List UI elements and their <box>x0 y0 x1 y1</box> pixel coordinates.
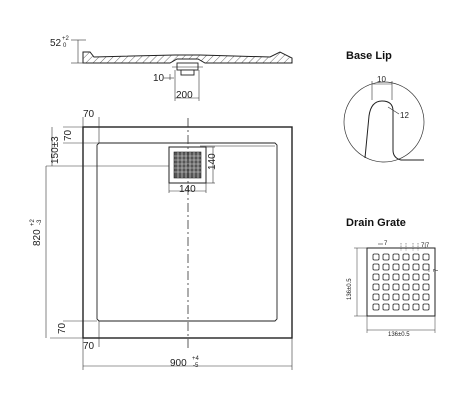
grate-slot <box>422 253 430 261</box>
grate-slot <box>402 303 410 311</box>
top-left-offset-label: 70 <box>63 129 74 141</box>
depth-tol-upper: +2 <box>30 218 36 226</box>
height-tol-upper: +2 <box>62 36 70 42</box>
grate-slot <box>412 273 420 281</box>
grate-slot <box>382 303 390 311</box>
plan-drain-grate <box>173 151 202 179</box>
base-lip-detail: Base Lip 10 12 <box>343 50 425 163</box>
slot-dim-label: 7 <box>384 241 388 247</box>
width-tol-lower: -5 <box>193 363 199 369</box>
plan-view: 70 70 150±3 140 140 820 +2 -3 70 70 900 … <box>30 109 293 370</box>
section-view: 52 +2 0 10 200 <box>50 36 293 101</box>
grate-slot <box>402 253 410 261</box>
slot-pair-label: 7|7 <box>421 243 430 249</box>
plan-grate-grid <box>174 152 201 178</box>
grate-slot <box>402 273 410 281</box>
grate-slot <box>392 253 400 261</box>
height-dim-label: 52 <box>50 38 62 49</box>
depth-tol-lower: -3 <box>37 219 43 225</box>
grate-slot <box>392 303 400 311</box>
tray-inner-basin <box>96 142 278 322</box>
depth-dim-label: 820 <box>32 229 43 246</box>
tray-outer-edge <box>82 126 293 339</box>
drain-grate-title: Drain Grate <box>346 217 406 229</box>
grate-slot <box>402 293 410 301</box>
grate-slot <box>372 303 380 311</box>
grate-slot <box>402 263 410 271</box>
width-tol-upper: +4 <box>192 356 200 362</box>
grate-slot <box>412 293 420 301</box>
grate-slot <box>412 303 420 311</box>
drain-grate-detail: Drain Grate 7 7|7 7 136±0.5 136±0.5 <box>346 217 440 338</box>
base-lip-title: Base Lip <box>346 50 392 62</box>
grate-slot <box>412 283 420 291</box>
height-tol-lower: 0 <box>63 43 67 49</box>
tray-section-profile <box>82 51 293 64</box>
grate-size-v-label: 140 <box>207 153 218 170</box>
grate-height-label: 136±0.5 <box>347 278 353 300</box>
grate-slot <box>422 263 430 271</box>
grate-slot <box>392 273 400 281</box>
top-margin-label: 70 <box>83 109 95 120</box>
outlet-width-label: 200 <box>176 90 193 101</box>
grate-slot <box>382 283 390 291</box>
drain-offset-label: 150±3 <box>50 136 61 164</box>
outlet-depth-label: 10 <box>153 73 165 84</box>
grate-slot <box>372 273 380 281</box>
grate-slot <box>412 263 420 271</box>
drain-outlet-spigot <box>180 69 195 76</box>
grate-slot <box>372 283 380 291</box>
grate-width-label: 136±0.5 <box>388 332 410 338</box>
grate-slot <box>382 293 390 301</box>
grate-slot <box>382 273 390 281</box>
grate-slot <box>422 283 430 291</box>
base-lip-profile <box>364 100 424 161</box>
bottom-margin-label: 70 <box>83 341 95 352</box>
grate-slot <box>372 253 380 261</box>
grate-slot <box>392 263 400 271</box>
grate-slot <box>372 263 380 271</box>
drain-outlet-body <box>176 62 199 71</box>
grate-slot <box>382 253 390 261</box>
grate-slot <box>392 293 400 301</box>
grate-slot <box>402 283 410 291</box>
grate-size-h-label: 140 <box>179 184 196 195</box>
grate-slot <box>392 283 400 291</box>
grate-slot <box>382 263 390 271</box>
lip-radius-label: 12 <box>400 111 409 120</box>
grate-slot-grid <box>372 253 430 311</box>
bottom-left-offset-label: 70 <box>57 322 68 334</box>
width-dim-label: 900 <box>170 358 187 369</box>
grate-slot <box>372 293 380 301</box>
grate-slot <box>422 293 430 301</box>
grate-slot <box>422 303 430 311</box>
grate-slot <box>422 273 430 281</box>
base-lip-circle <box>343 81 425 163</box>
grate-slot <box>412 253 420 261</box>
slot-side-label: 7 <box>434 268 440 272</box>
lip-width-label: 10 <box>377 75 386 84</box>
